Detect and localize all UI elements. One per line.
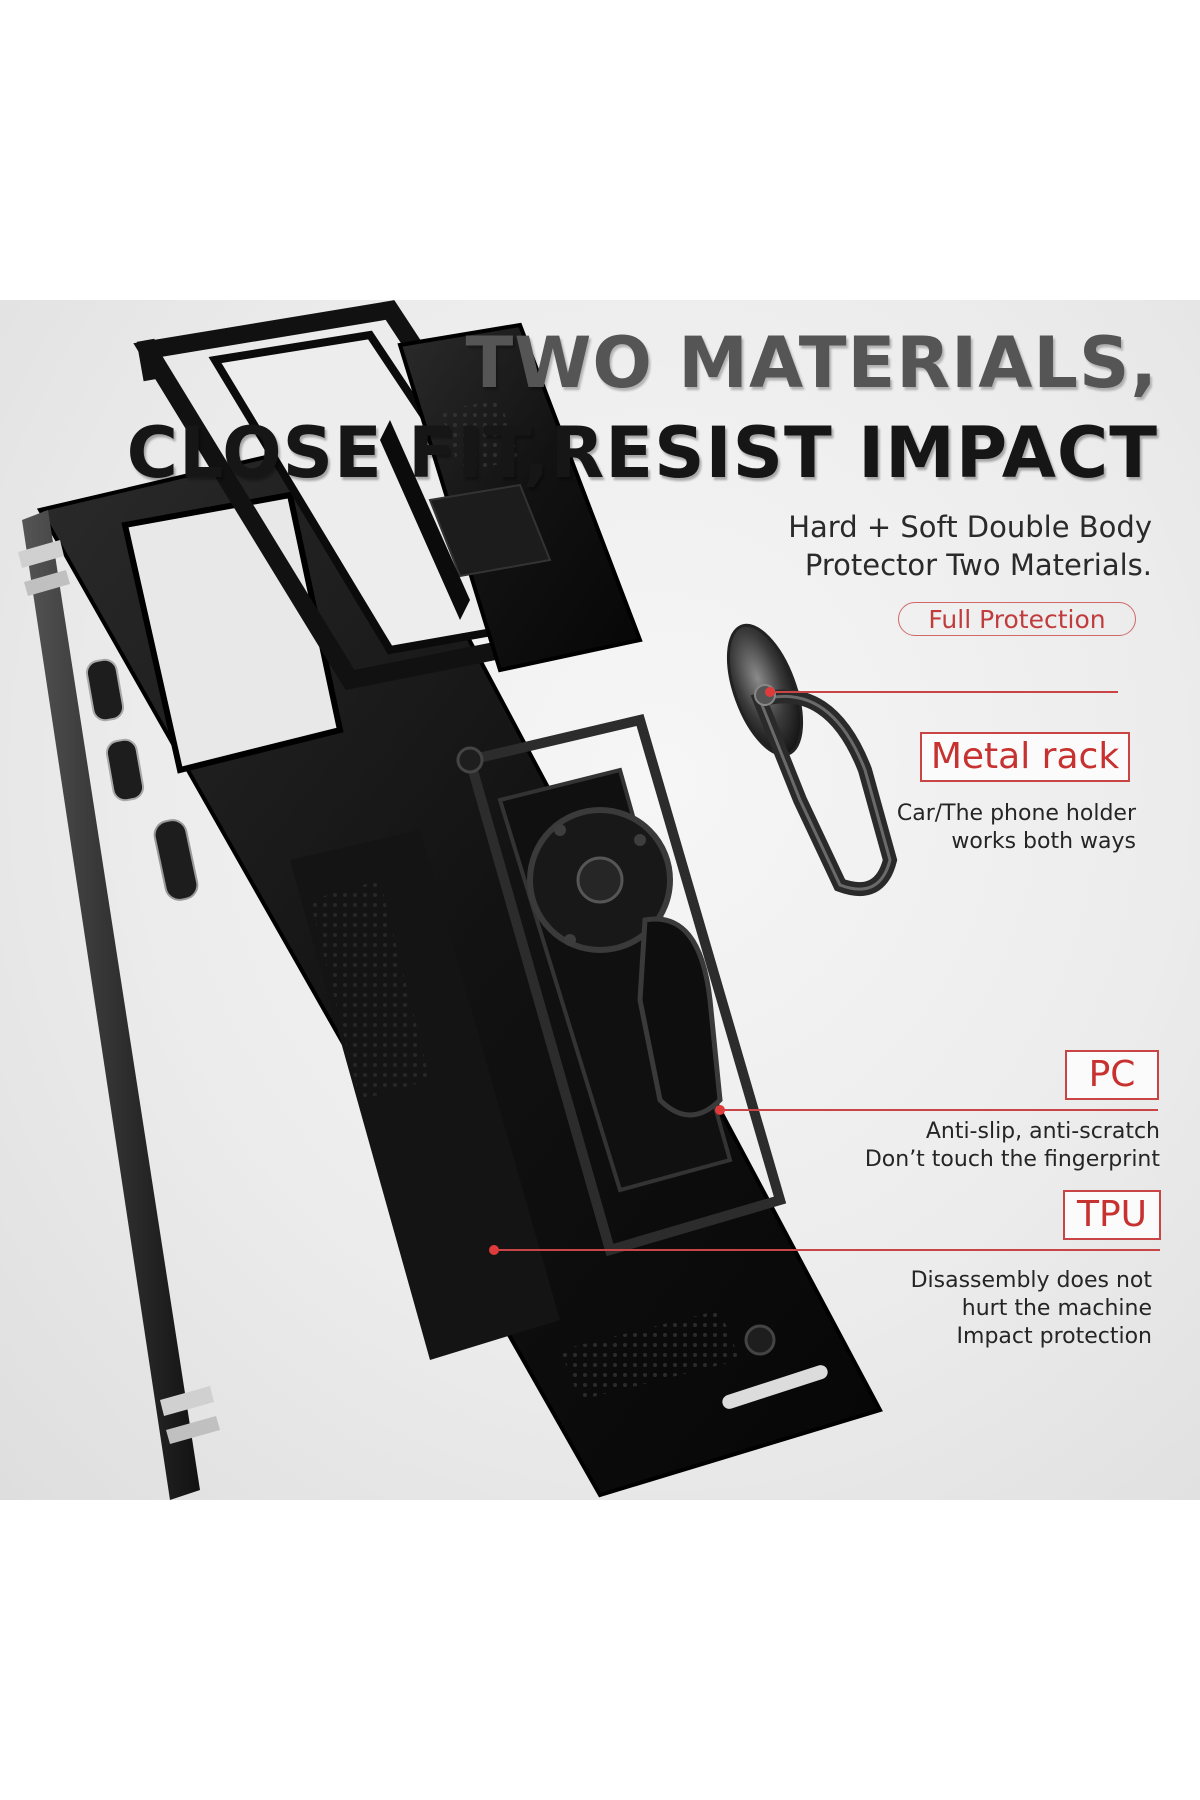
tpu-description: Disassembly does not hurt the machine Im…	[911, 1267, 1152, 1351]
metal-ring-holder	[726, 623, 898, 896]
camera-slider	[380, 322, 643, 673]
subtitle-line-2: Protector Two Materials.	[804, 548, 1152, 582]
full-protection-badge: Full Protection	[898, 602, 1136, 636]
metal-rack-description: Car/The phone holder works both ways	[897, 800, 1136, 856]
pc-line-2: Don’t touch the fingerprint	[864, 1147, 1160, 1172]
tpu-tag: TPU	[1063, 1190, 1161, 1240]
tpu-line-1: Disassembly does not	[910, 1268, 1152, 1293]
pc-line-1: Anti-slip, anti-scratch	[925, 1119, 1160, 1144]
headline-line-2: CLOSE FIT,RESIST IMPACT	[126, 412, 1158, 494]
metal-rack-tag: Metal rack	[920, 732, 1130, 782]
tpu-line-3: Impact protection	[956, 1324, 1152, 1349]
subtitle: Hard + Soft Double Body Protector Two Ma…	[732, 508, 1152, 584]
product-panel: TWO MATERIALS, CLOSE FIT,RESIST IMPACT H…	[0, 300, 1200, 1500]
phone-case-illustration	[18, 300, 1160, 1500]
pc-tag: PC	[1065, 1050, 1159, 1100]
headline-line-1: TWO MATERIALS,	[465, 322, 1158, 404]
callout-lines	[489, 687, 1160, 1255]
pc-description: Anti-slip, anti-scratch Don’t touch the …	[865, 1118, 1160, 1174]
tpu-line-2: hurt the machine	[961, 1296, 1152, 1321]
case-back-body	[18, 432, 883, 1500]
subtitle-line-1: Hard + Soft Double Body	[788, 510, 1152, 544]
metal-rack-line-2: works both ways	[951, 829, 1136, 854]
metal-rack-line-1: Car/The phone holder	[896, 801, 1136, 826]
